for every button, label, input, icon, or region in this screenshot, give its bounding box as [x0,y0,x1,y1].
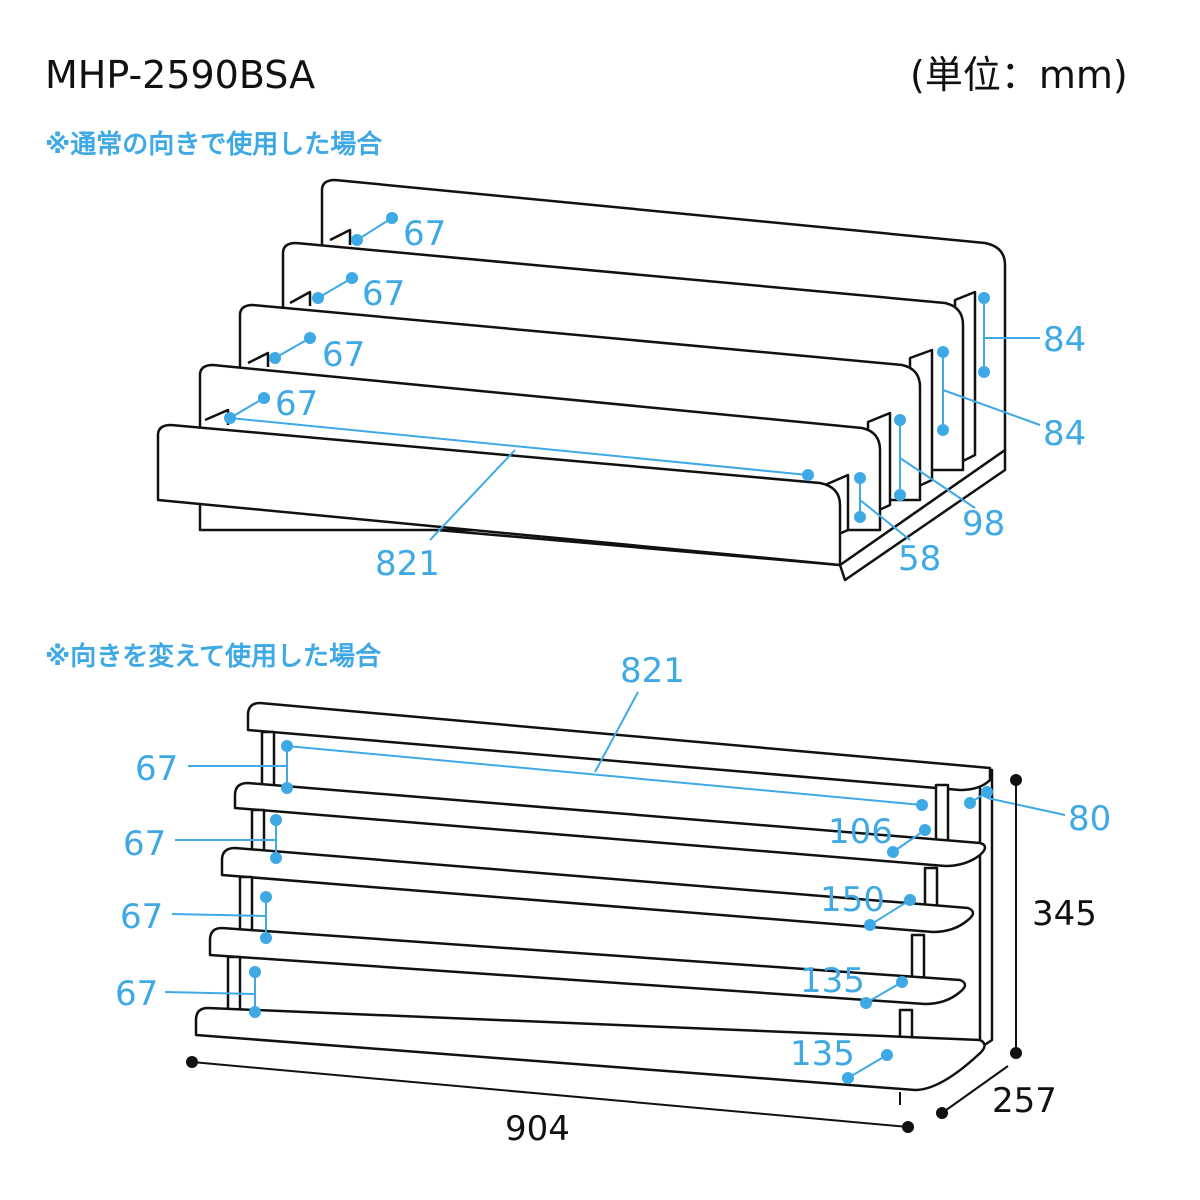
dim-depth-top: 80 [1068,799,1111,839]
dim-s3: 135 [800,961,865,1001]
dim-rot-width: 821 [620,651,685,691]
dim-h4: 58 [898,539,941,579]
normal-dimensions: 67 67 67 67 821 84 84 98 58 [224,212,1086,584]
dim-s4: 135 [790,1034,855,1074]
dim-h1: 84 [1043,320,1086,360]
normal-section-title: ※通常の向きで使用した場合 [45,129,383,160]
dim-width: 821 [375,544,440,584]
dim-h2: 84 [1043,414,1086,454]
dim-left1: 67 [135,749,178,789]
rotated-dimensions: 821 67 67 67 67 80 106 150 135 135 345 2… [115,651,1111,1149]
dim-s1: 106 [828,812,893,852]
rotated-section-title: ※向きを変えて使用した場合 [45,641,382,672]
unit-label: (単位：mm) [910,53,1128,97]
dim-left2: 67 [123,824,166,864]
model-name: MHP-2590BSA [45,53,315,97]
dim-gap4: 67 [275,384,318,424]
dim-left4: 67 [115,974,158,1014]
dim-left3: 67 [120,897,163,937]
dim-depth: 257 [992,1081,1057,1121]
rotated-stand-drawing [194,701,994,1105]
dim-height: 345 [1032,894,1097,934]
dim-gap3: 67 [322,335,365,375]
normal-stand-drawing [156,178,1007,582]
dim-gap2: 67 [362,274,405,314]
dim-gap1: 67 [403,214,446,254]
dim-h3: 98 [962,504,1005,544]
dim-s2: 150 [820,880,885,920]
dim-total-width: 904 [505,1109,570,1149]
